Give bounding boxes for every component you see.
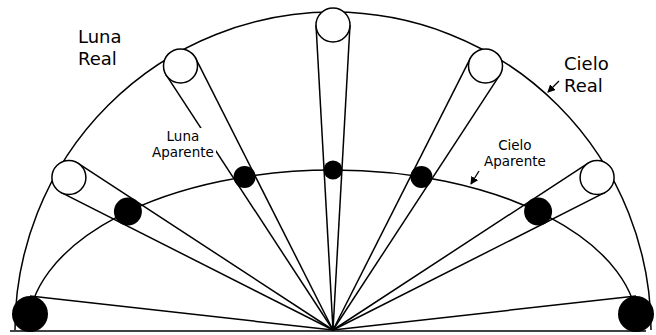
- text-label: Luna Real: [76, 26, 124, 69]
- real-moons: [52, 8, 614, 195]
- text-label: Luna Aparente: [150, 128, 216, 160]
- real-sky-arc: [15, 12, 651, 330]
- apparent-moons: [12, 161, 654, 333]
- leader-arrows: [471, 81, 559, 184]
- sight-cones: [30, 25, 636, 330]
- horizon-line: [10, 330, 646, 332]
- apparent-sky-arc: [28, 170, 638, 330]
- text-label: Cielo Real: [562, 53, 611, 96]
- text-label: Cielo Aparente: [482, 137, 548, 169]
